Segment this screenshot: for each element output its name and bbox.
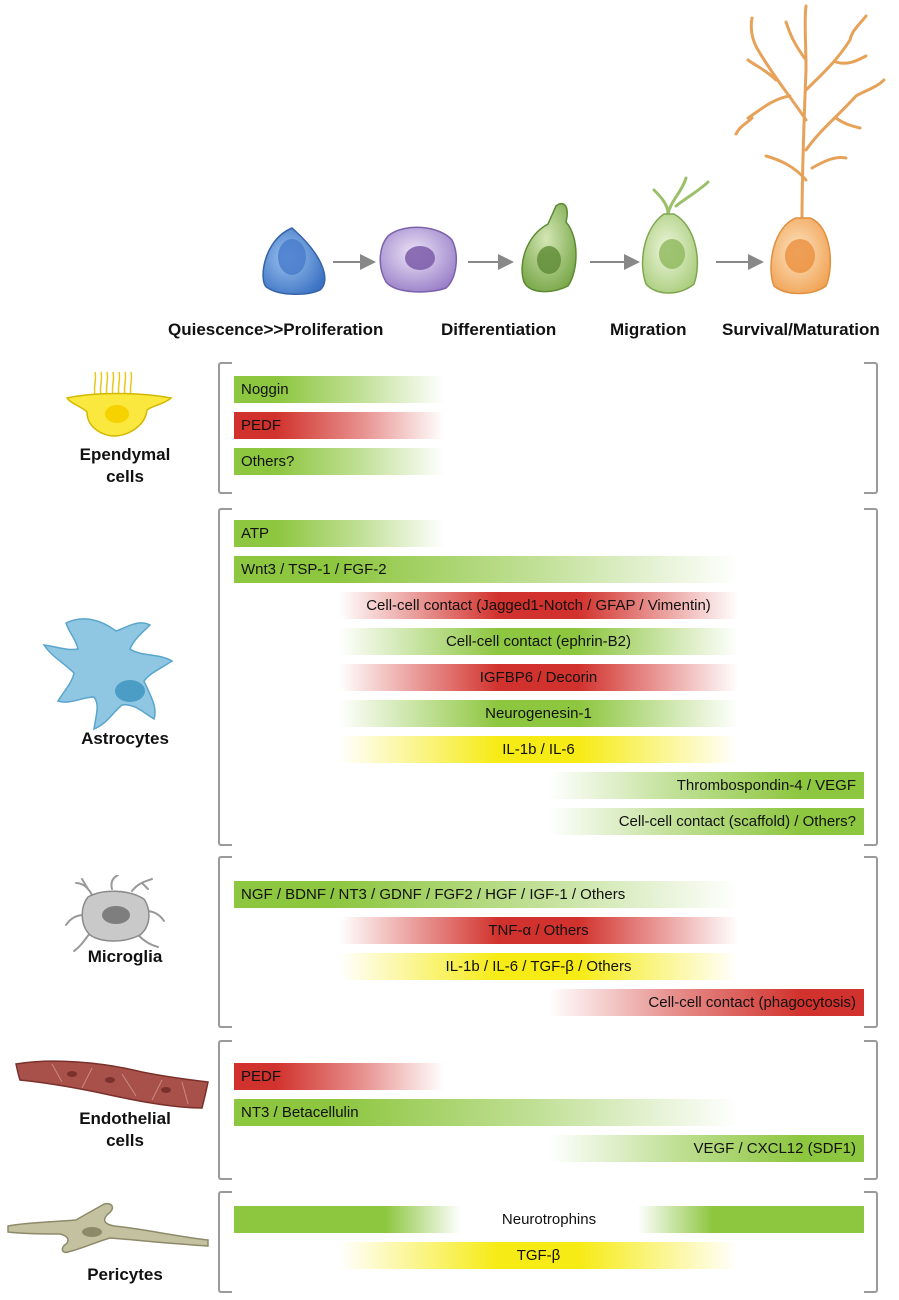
factor-bar-label: TGF-β (516, 1247, 561, 1264)
factor-bar: Cell-cell contact (phagocytosis) (549, 989, 864, 1016)
group-bracket-right (864, 362, 878, 494)
cell-type-label-astrocytes: Astrocytes (81, 729, 169, 748)
factor-bar: Cell-cell contact (scaffold) / Others? (549, 808, 864, 835)
astrocyte-icon (42, 618, 174, 731)
factor-bar: IL-1b / IL-6 (339, 736, 738, 763)
factor-bar-label: Others? (241, 453, 295, 470)
group-bracket-left (218, 1191, 232, 1293)
factor-bar: Thrombospondin-4 / VEGF (549, 772, 864, 799)
factor-bar-label: VEGF / CXCL12 (SDF1) (693, 1140, 856, 1157)
factor-bar: Cell-cell contact (ephrin-B2) (339, 628, 738, 655)
factor-bar: VEGF / CXCL12 (SDF1) (549, 1135, 864, 1162)
factor-bar-label: PEDF (241, 1068, 282, 1085)
group-bracket-left (218, 508, 232, 846)
factor-bar: Wnt3 / TSP-1 / FGF-2 (234, 556, 738, 583)
factor-bar-label: TNF-α / Others (488, 922, 589, 939)
mature-neuron-icon (734, 4, 886, 222)
factor-bar: NGF / BDNF / NT3 / GDNF / FGF2 / HGF / I… (234, 881, 738, 908)
cell-type-label-pericytes: Pericytes (87, 1265, 163, 1284)
factor-bar: TGF-β (339, 1242, 738, 1269)
stage-label-quiescence-proliferation: Quiescence>>Proliferation (168, 320, 384, 339)
neuroblast-icon (521, 202, 577, 293)
factor-bar-label: ATP (241, 525, 270, 542)
cell-type-label-microglia: Microglia (87, 947, 163, 966)
factor-bar-label: Cell-cell contact (Jagged1-Notch / GFAP … (366, 597, 711, 614)
factor-bar-label: Wnt3 / TSP-1 / FGF-2 (241, 561, 387, 578)
stage-label-migration: Migration (610, 320, 687, 339)
group-bracket-right (864, 508, 878, 846)
factor-bar: ATP (234, 520, 444, 547)
factor-bar-label: NGF / BDNF / NT3 / GDNF / FGF2 / HGF / I… (241, 886, 626, 903)
factor-bar: Neurotrophins (234, 1206, 864, 1233)
group-bracket-right (864, 856, 878, 1028)
factor-bar: Cell-cell contact (Jagged1-Notch / GFAP … (339, 592, 738, 619)
ependymal-cell-icon (65, 371, 173, 437)
factor-bar: TNF-α / Others (339, 917, 738, 944)
factor-bar-label: Neurotrophins (501, 1211, 597, 1228)
factor-bar-label: Neurogenesin-1 (485, 705, 592, 722)
factor-bar: Others? (234, 448, 444, 475)
progenitor-cell-icon (379, 226, 458, 293)
factor-bar-label: Cell-cell contact (scaffold) / Others? (618, 813, 856, 830)
factor-bar-label: Cell-cell contact (ephrin-B2) (445, 633, 632, 650)
group-bracket-left (218, 856, 232, 1028)
factor-bar-label: Cell-cell contact (phagocytosis) (648, 994, 856, 1011)
factor-bar-label: IGFBP6 / Decorin (479, 669, 598, 686)
neuron-soma-icon (770, 217, 831, 295)
cell-type-label-endothelial-cells: Endothelial cells (79, 1109, 171, 1150)
factor-bar-label: Noggin (241, 381, 289, 398)
factor-bar: Neurogenesin-1 (339, 700, 738, 727)
factor-bar: NT3 / Betacellulin (234, 1099, 738, 1126)
immature-neuron-icon (641, 176, 710, 294)
factor-bar-label: IL-1b / IL-6 (502, 741, 575, 758)
factor-bar: PEDF (234, 412, 444, 439)
factor-bar: IGFBP6 / Decorin (339, 664, 738, 691)
stage-label-survival-maturation: Survival/Maturation (722, 320, 880, 339)
factor-bar-label: PEDF (241, 417, 282, 434)
microglia-icon (65, 875, 165, 952)
stem-cell-icon (262, 227, 326, 295)
group-bracket-right (864, 1191, 878, 1293)
stage-label-differentiation: Differentiation (441, 320, 557, 339)
group-bracket-left (218, 1040, 232, 1180)
factor-bar: PEDF (234, 1063, 444, 1090)
factor-bar: IL-1b / IL-6 / TGF-β / Others (339, 953, 738, 980)
factor-bar-label: NT3 / Betacellulin (241, 1104, 359, 1121)
factor-bar-label: Thrombospondin-4 / VEGF (676, 777, 856, 794)
factor-bar: Noggin (234, 376, 444, 403)
group-bracket-right (864, 1040, 878, 1180)
factor-bar-label: IL-1b / IL-6 / TGF-β / Others (445, 958, 632, 975)
group-bracket-left (218, 362, 232, 494)
pericyte-icon (7, 1202, 209, 1254)
cell-type-label-ependymal-cells: Ependymal cells (79, 445, 171, 486)
endothelial-cell-icon (15, 1060, 209, 1109)
neuronal-development-illustration (262, 4, 886, 295)
